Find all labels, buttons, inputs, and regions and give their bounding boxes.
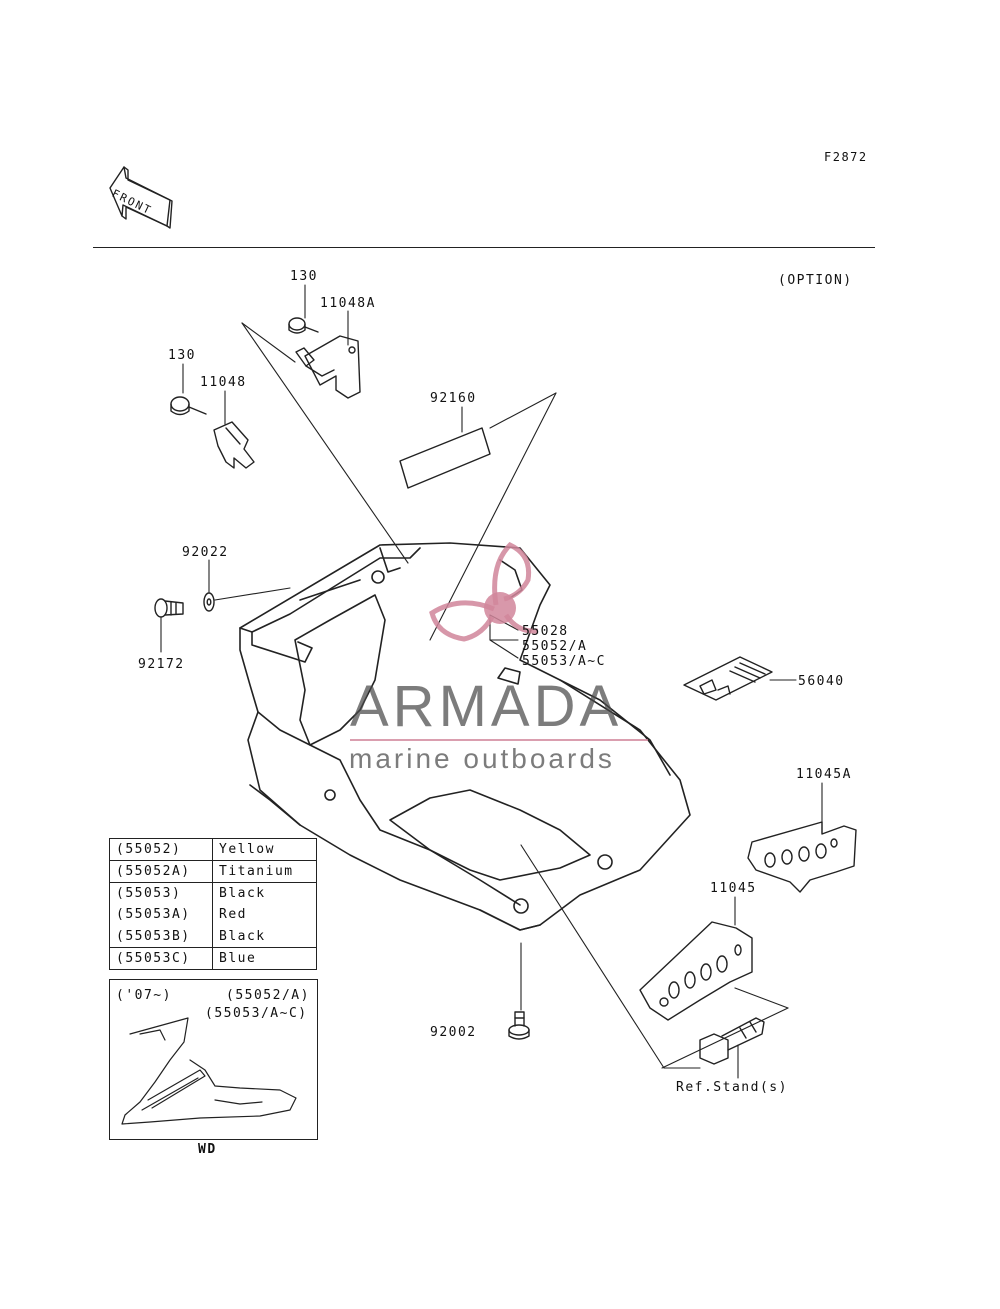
part-label-92002: 92002 xyxy=(430,1025,477,1040)
color-code: (55053A) xyxy=(109,904,213,926)
part-label-56040: 56040 xyxy=(798,674,845,689)
color-name: Yellow xyxy=(212,838,317,861)
part-label-55028: 55028 xyxy=(522,624,569,639)
watermark-underline xyxy=(350,739,648,741)
table-row: (55053B) Black xyxy=(109,926,317,948)
bracket-11045 xyxy=(639,921,753,1021)
color-code: (55053) xyxy=(109,882,213,904)
front-arrow-icon xyxy=(109,166,173,229)
color-name: Black xyxy=(212,882,317,904)
inset-box xyxy=(109,979,318,1140)
table-row: (55053C) Blue xyxy=(109,947,317,970)
figure-code: F2872 xyxy=(824,150,868,164)
color-code: (55053B) xyxy=(109,926,213,948)
table-row: (55052A) Titanium xyxy=(109,860,317,883)
pad-92160 xyxy=(399,427,491,489)
watermark-tagline: marine outboards xyxy=(349,743,615,774)
part-label-ref-stand: Ref.Stand(s) xyxy=(676,1080,788,1095)
part-label-92160: 92160 xyxy=(430,391,477,406)
header-divider xyxy=(93,247,875,248)
color-table: (55052) Yellow (55052A) Titanium (55053)… xyxy=(109,838,317,970)
table-row: (55053) Black xyxy=(109,882,317,904)
part-label-11045A: 11045A xyxy=(796,767,852,782)
decal-56040 xyxy=(683,656,773,701)
propeller-logo-icon xyxy=(429,542,539,642)
part-label-130-top: 130 xyxy=(290,269,318,284)
stand-bolt xyxy=(699,1017,765,1065)
inset-wd-cowl xyxy=(121,1017,297,1125)
bolt-92002 xyxy=(508,1011,530,1040)
bracket-11048A xyxy=(304,335,361,399)
color-name: Titanium xyxy=(212,860,317,883)
part-label-92172: 92172 xyxy=(138,657,185,672)
color-name: Red xyxy=(212,904,317,926)
color-name: Blue xyxy=(212,947,317,970)
part-label-11045: 11045 xyxy=(710,881,757,896)
engine-hood xyxy=(239,542,691,931)
color-code: (55053C) xyxy=(109,947,213,970)
table-row: (55052) Yellow xyxy=(109,838,317,861)
inset-parts-line1: (55052/A) xyxy=(226,988,310,1003)
part-label-11048A: 11048A xyxy=(320,296,376,311)
option-note: (OPTION) xyxy=(778,273,853,288)
screw-92172 xyxy=(154,598,184,618)
inset-year: ('07~) xyxy=(116,988,172,1003)
washer-92022 xyxy=(203,592,215,612)
color-code: (55052) xyxy=(109,838,213,861)
part-label-92022: 92022 xyxy=(182,545,229,560)
bolt-130-top xyxy=(288,317,319,367)
table-row: (55053A) Red xyxy=(109,904,317,926)
part-label-55052A: 55052/A xyxy=(522,639,588,654)
bracket-11048 xyxy=(213,421,255,469)
leader-lines xyxy=(160,284,823,1079)
inset-caption: WD xyxy=(198,1142,217,1157)
part-label-55053AC: 55053/A~C xyxy=(522,654,606,669)
bolt-130-left xyxy=(170,396,207,416)
color-code: (55052A) xyxy=(109,860,213,883)
part-label-130-left: 130 xyxy=(168,348,196,363)
watermark-brand: ARMADA xyxy=(350,674,623,739)
inset-parts-line2: (55053/A~C) xyxy=(205,1006,308,1021)
color-name: Black xyxy=(212,926,317,948)
bracket-11045A xyxy=(747,821,857,893)
part-label-11048: 11048 xyxy=(200,375,247,390)
